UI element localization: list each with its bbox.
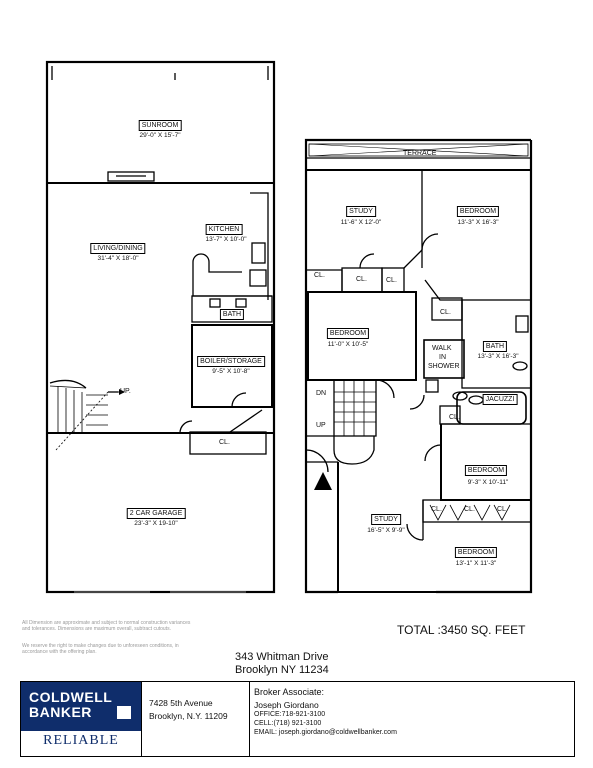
label-closet-g: CL. — [464, 506, 475, 513]
dim-living-dining: 31'-4" X 18'-0" — [97, 255, 139, 262]
dim-boiler-storage: 9'-5" X 10'-8" — [212, 368, 250, 375]
logo-text-coldwell: COLDWELL — [29, 689, 113, 705]
logo-text-banker: BANKER — [29, 704, 92, 720]
label-closet-f: CL. — [431, 506, 442, 513]
dim-study-upper: 11'-6" X 12'-0" — [340, 219, 382, 226]
coldwell-banker-logo: COLDWELL BANKER RELIABLE — [21, 682, 142, 756]
agent-email[interactable]: EMAIL: joseph.giordano@coldwellbanker.co… — [254, 729, 397, 736]
dim-bedroom-bottom: 13'-1" X 11'-3" — [455, 560, 497, 567]
logo-text-reliable: RELIABLE — [43, 733, 119, 748]
label-in: IN — [439, 354, 446, 361]
label-bedroom-bottom: BEDROOM — [454, 547, 498, 558]
label-closet-e: CL. — [449, 414, 460, 421]
dim-garage: 23'-3" X 19-10" — [134, 520, 178, 527]
office-phone: OFFICE:718-921-3100 — [254, 711, 326, 718]
label-bedroom-lower-right: BEDROOM — [464, 465, 508, 476]
address-line2: Brooklyn NY 11234 — [235, 664, 329, 676]
label-living-dining: LIVING/DINING — [90, 243, 146, 254]
label-sunroom: SUNROOM — [138, 120, 182, 131]
total-square-feet: TOTAL :3450 SQ. FEET — [397, 623, 526, 637]
label-study-upper: STUDY — [346, 206, 376, 217]
label-up-second: UP — [316, 422, 326, 429]
label-closet-h: CL. — [497, 506, 508, 513]
entry-arrow-icon — [314, 472, 332, 490]
up-arrow-icon — [119, 389, 125, 395]
label-dn: DN — [316, 390, 327, 397]
label-closet-b: CL. — [356, 276, 367, 283]
agent-name: Joseph Giordano — [254, 700, 319, 710]
office-street: 7428 5th Avenue — [149, 698, 213, 708]
dim-bath-upper: 13'-3" X 16'-3" — [477, 353, 519, 360]
label-terrace: TERRACE — [403, 150, 437, 157]
disclaimer-dimensions: All Dimension are approximate and subjec… — [22, 620, 191, 632]
cell-phone: CELL:(718) 921-3100 — [254, 720, 322, 727]
label-bedroom-upper-right: BEDROOM — [456, 206, 500, 217]
label-jacuzzi: JACUZZI — [482, 394, 518, 405]
second-floor-walls — [304, 138, 533, 594]
office-city: Brooklyn, N.Y. 11209 — [149, 711, 228, 721]
floor-plan — [45, 60, 533, 594]
label-closet-d: CL. — [440, 309, 451, 316]
office-address: 7428 5th Avenue Brooklyn, N.Y. 11209 — [149, 697, 228, 723]
broker-footer: COLDWELL BANKER RELIABLE 7428 5th Avenue… — [20, 681, 575, 757]
dim-bedroom-upper-right: 13'-3" X 16'-3" — [457, 219, 499, 226]
label-study-lower: STUDY — [371, 514, 401, 525]
dim-kitchen: 13'-7" X 10'-0" — [205, 236, 247, 243]
footer-divider — [249, 682, 250, 756]
label-boiler-storage: BOILER/STORAGE — [197, 356, 265, 367]
agent-contact: Broker Associate: Joseph Giordano OFFICE… — [254, 687, 397, 737]
label-shower: SHOWER — [428, 363, 460, 370]
label-closet-first: CL. — [219, 439, 230, 446]
dim-study-lower: 16'-5" X 9'-9" — [367, 527, 405, 534]
dim-sunroom: 29'-0" X 15'-7" — [139, 132, 181, 139]
first-floor-walls — [45, 60, 276, 594]
label-bath-upper: BATH — [482, 341, 508, 352]
label-up-first: UP. — [120, 388, 131, 395]
label-bedroom-middle: BEDROOM — [326, 328, 370, 339]
label-closet-c: CL. — [386, 277, 397, 284]
address-line1: 343 Whitman Drive — [235, 651, 329, 663]
label-closet-a: CL. — [314, 272, 325, 279]
label-garage: 2 CAR GARAGE — [126, 508, 186, 519]
dim-bedroom-lower-right: 9'-3" X 10'-11" — [467, 479, 509, 486]
broker-heading: Broker Associate: — [254, 687, 325, 697]
dim-bedroom-middle: 11'-0" X 10'-5" — [327, 341, 369, 348]
label-kitchen: KITCHEN — [205, 224, 243, 235]
label-bath-first: BATH — [219, 309, 245, 320]
logo-square-icon — [117, 706, 131, 719]
disclaimer-changes: We reserve the right to make changes due… — [22, 643, 179, 655]
label-walk-in: WALK — [432, 345, 452, 352]
